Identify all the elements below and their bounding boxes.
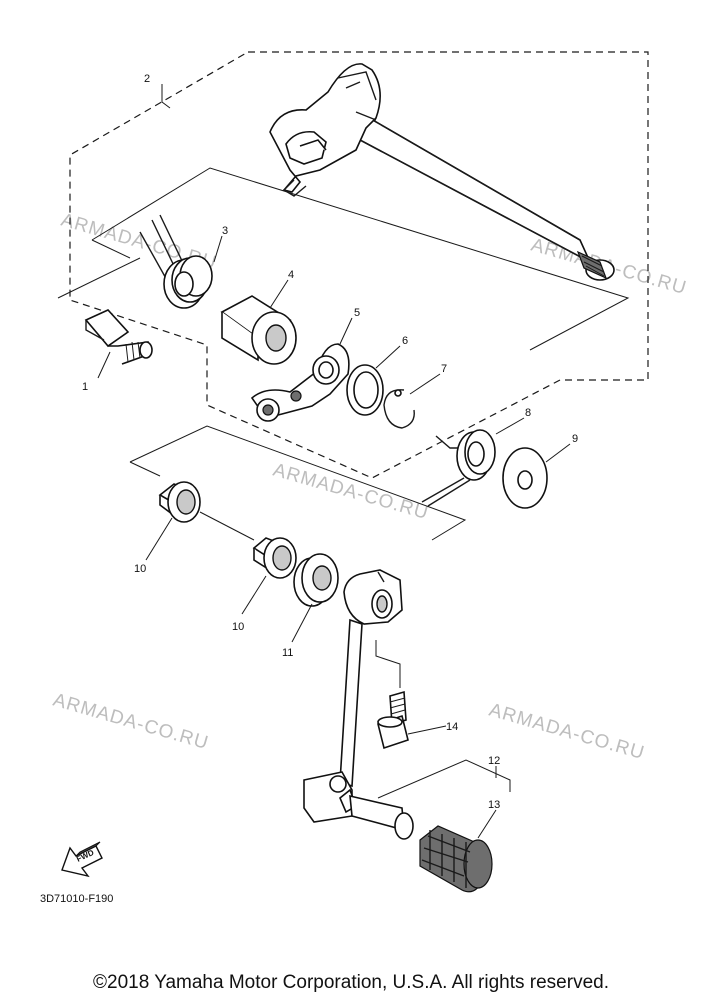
reference-plane-upper-left	[91, 239, 131, 259]
part-number-8: 8	[525, 407, 531, 419]
part-number-12: 12	[488, 755, 500, 767]
reference-plane-lower	[129, 425, 467, 541]
part-number-13: 13	[488, 799, 500, 811]
reference-plane-upper	[91, 167, 630, 351]
shift-pedal	[303, 569, 414, 840]
bearing-lower	[252, 537, 297, 579]
leader-lines	[97, 84, 571, 839]
pedal-rubber	[419, 825, 493, 893]
shift-shaft	[269, 63, 615, 281]
torsion-spring	[139, 214, 213, 309]
circlip	[383, 389, 415, 429]
part-number-10-upper: 10	[134, 563, 146, 575]
watermark-bottom-left: ARMADA-CO.RU	[51, 690, 211, 755]
stopper-lever	[250, 343, 350, 422]
part-number-7: 7	[441, 363, 447, 375]
part-number-14: 14	[446, 721, 458, 733]
part-number-9: 9	[572, 433, 578, 445]
part-number-10-lower: 10	[232, 621, 244, 633]
guide-line-bearings	[199, 511, 255, 541]
bolt-1	[84, 309, 153, 365]
part-number-1: 1	[82, 381, 88, 393]
return-spring	[421, 429, 496, 507]
washer-6	[346, 364, 384, 416]
washer-9	[502, 447, 548, 509]
part-number-2: 2	[144, 73, 150, 85]
part-number-11: 11	[282, 647, 293, 659]
part-numbers: 2 3 4 5 6 7 8 9 1 10 10 11 14 12 13	[82, 73, 578, 811]
assembly-outline-dashed	[69, 51, 649, 479]
bearing-upper	[158, 481, 201, 523]
bracket-12	[377, 759, 511, 799]
guide-line-bolt14	[375, 640, 401, 688]
reference-plane-part1	[57, 257, 141, 299]
reference-plane-lower-left	[129, 461, 161, 477]
collar	[220, 295, 297, 365]
part-number-5: 5	[354, 307, 360, 319]
part-number-3: 3	[222, 225, 228, 237]
part-number-6: 6	[402, 335, 408, 347]
copyright-text: ©2018 Yamaha Motor Corporation, U.S.A. A…	[93, 972, 609, 993]
oil-seal	[293, 553, 339, 607]
diagram-code: 3D71010-F190	[40, 893, 113, 905]
part-number-4: 4	[288, 269, 294, 281]
bolt-14	[377, 690, 409, 750]
watermarks: ARMADA-CO.RU ARMADA-CO.RU ARMADA-CO.RU A…	[51, 210, 689, 765]
forward-arrow-icon: FWD	[61, 841, 103, 878]
watermark-center: ARMADA-CO.RU	[271, 460, 431, 525]
watermark-bottom-right: ARMADA-CO.RU	[487, 700, 647, 765]
